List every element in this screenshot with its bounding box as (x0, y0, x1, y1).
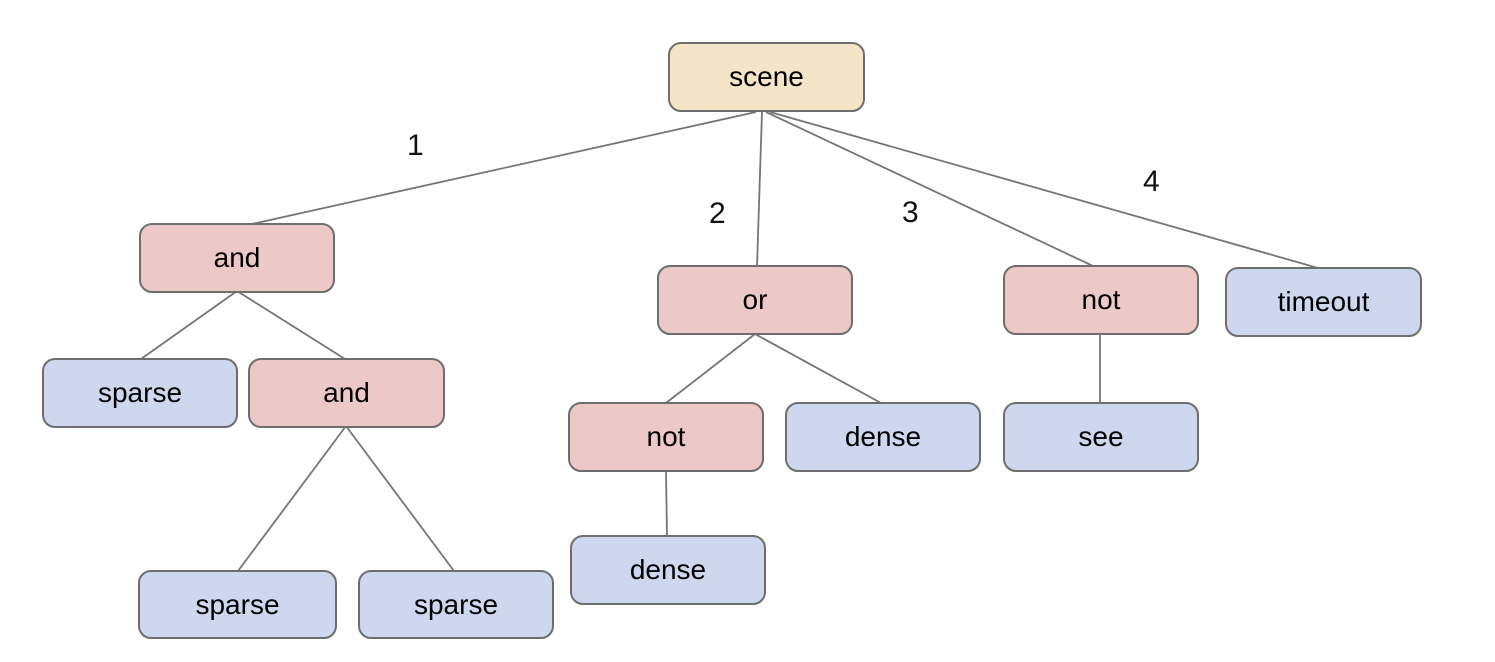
tree-node-not-1: not (1003, 265, 1199, 335)
tree-node-see: see (1003, 402, 1199, 472)
edge-or-not2 (665, 333, 756, 404)
tree-node-dense-2: dense (570, 535, 766, 605)
edge-scene-and (242, 111, 757, 227)
tree-node-timeout: timeout (1225, 267, 1422, 337)
tree-node-sparse-1: sparse (42, 358, 238, 428)
edge-scene-not (765, 111, 1094, 267)
tree-node-and-2: and (248, 358, 445, 428)
tree-node-not-2: not (568, 402, 764, 472)
tree-node-sparse-3: sparse (358, 570, 554, 639)
tree-node-and-1: and (139, 223, 335, 293)
edge-not2-dense2 (665, 470, 668, 537)
edge-and2-sparse2 (237, 425, 347, 572)
tree-node-scene: scene (668, 42, 865, 112)
edge-and-sparse (140, 290, 238, 360)
tree-node-dense-1: dense (785, 402, 981, 472)
edge-and-and (236, 290, 346, 360)
edge-scene-timeout (769, 111, 1319, 269)
tree-node-or: or (657, 265, 853, 335)
edge-and2-sparse3 (345, 425, 455, 572)
edge-label-3: 3 (902, 196, 919, 229)
edge-scene-or (756, 111, 763, 267)
edge-label-1: 1 (407, 129, 424, 162)
tree-node-sparse-2: sparse (138, 570, 337, 639)
edge-label-4: 4 (1143, 165, 1160, 198)
edge-label-2: 2 (709, 197, 726, 230)
edge-or-dense (754, 333, 882, 404)
